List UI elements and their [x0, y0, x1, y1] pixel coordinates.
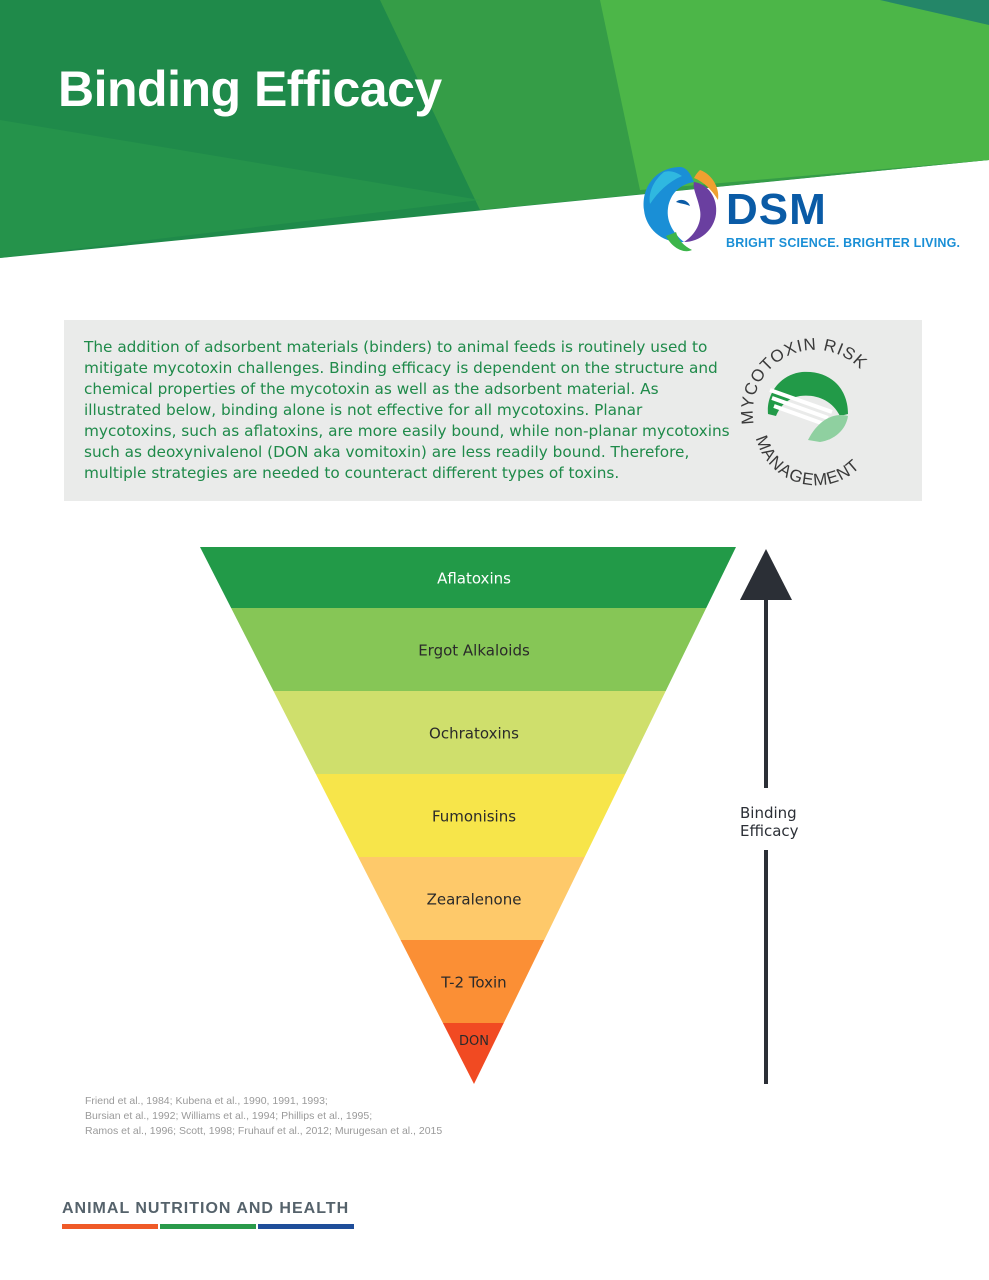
funnel-level-label: T-2 Toxin: [440, 974, 506, 992]
funnel-level-label: DON: [459, 1034, 489, 1049]
funnel-level-label: Ochratoxins: [429, 725, 519, 743]
logo-wordmark: DSM: [726, 185, 827, 234]
intro-paragraph: The addition of adsorbent materials (bin…: [84, 338, 730, 482]
footer-bar-blue: [258, 1224, 354, 1229]
funnel-level-aflatoxins: [200, 547, 736, 608]
funnel-level-label: Fumonisins: [432, 808, 516, 826]
axis-label-line1: Binding: [740, 804, 797, 822]
axis-label-line2: Efficacy: [740, 822, 799, 840]
header-banner: [0, 0, 989, 258]
citations: Friend et al., 1984; Kubena et al., 1990…: [85, 1094, 442, 1139]
funnel-level-label: Zearalenone: [427, 891, 522, 909]
intro-box: The addition of adsorbent materials (bin…: [64, 320, 922, 501]
funnel-level-zearalenone: [358, 857, 585, 940]
funnel-level-fumonisins: [315, 774, 626, 857]
logo-tagline: BRIGHT SCIENCE. BRIGHTER LIVING.: [726, 236, 961, 250]
efficacy-arrow: [740, 549, 792, 1084]
funnel-level-label: Aflatoxins: [437, 570, 511, 588]
dsm-logo: DSM BRIGHT SCIENCE. BRIGHTER LIVING.: [636, 162, 960, 262]
funnel-level-don: [442, 1023, 504, 1084]
footer-bar-green: [160, 1224, 256, 1229]
funnel-level-t-2-toxin: [400, 940, 545, 1023]
citation-line: Bursian et al., 1992; Williams et al., 1…: [85, 1110, 373, 1122]
citation-line: Friend et al., 1984; Kubena et al., 1990…: [85, 1095, 328, 1107]
page-title: Binding Efficacy: [58, 61, 442, 117]
dsm-swirl-logo-icon: [643, 167, 719, 252]
funnel-level-ochratoxins: [273, 691, 666, 774]
footer-color-bars: [62, 1224, 354, 1229]
badge-bottom-text: MANAGEMENT: [752, 433, 864, 486]
footer-label: ANIMAL NUTRITION AND HEALTH: [62, 1200, 350, 1217]
funnel-level-ergot-alkaloids: [231, 608, 707, 691]
mycotoxin-risk-management-badge: MYCOTOXIN RISK MANAGEMENT: [737, 336, 870, 486]
footer-bar-orange: [62, 1224, 158, 1229]
funnel-level-label: Ergot Alkaloids: [418, 642, 530, 660]
citation-line: Ramos et al., 1996; Scott, 1998; Fruhauf…: [85, 1125, 443, 1137]
helmet-icon: [767, 371, 848, 442]
